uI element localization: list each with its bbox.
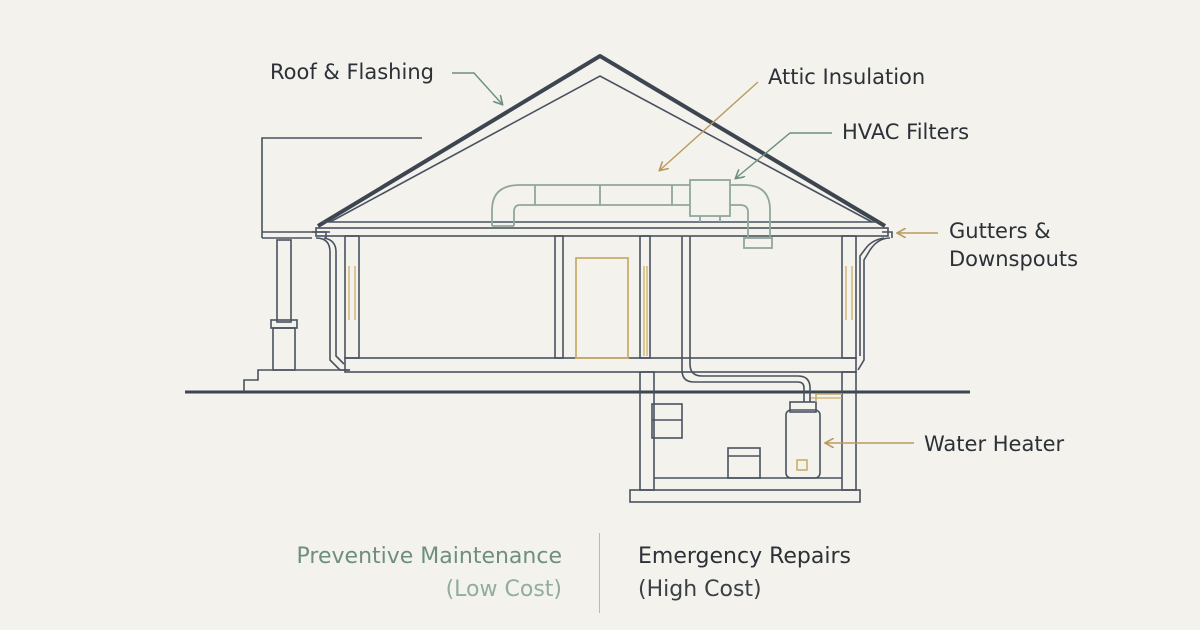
attic-callout-arrow xyxy=(660,81,759,170)
preventive-maintenance-block: Preventive Maintenance (Low Cost) xyxy=(297,540,562,606)
hvac-filters-label: HVAC Filters xyxy=(842,120,970,144)
hvac-callout-arrow xyxy=(736,132,832,178)
attic-insulation-label: Attic Insulation xyxy=(768,65,926,89)
preventive-maintenance-cost: (Low Cost) xyxy=(445,577,562,602)
emergency-repairs-title: Emergency Repairs xyxy=(638,544,851,569)
main-floor xyxy=(344,235,857,373)
ceiling xyxy=(315,227,889,237)
water-heater xyxy=(785,393,842,479)
wall-insulation xyxy=(348,266,853,356)
roof-flashing-label: Roof & Flashing xyxy=(270,60,434,84)
pipe xyxy=(681,236,811,402)
left-annex xyxy=(243,137,422,392)
emergency-repairs-cost: (High Cost) xyxy=(638,577,762,602)
roof xyxy=(316,54,887,228)
roof-callout-arrow xyxy=(452,72,502,104)
gutters xyxy=(312,231,893,371)
attic-ductwork xyxy=(491,179,773,249)
comparison-divider xyxy=(599,533,600,613)
water-heater-label: Water Heater xyxy=(924,432,1065,456)
preventive-maintenance-title: Preventive Maintenance xyxy=(296,544,562,569)
gutters-downspouts-label: Gutters & Downspouts xyxy=(949,217,1078,273)
gutters-label-line1: Gutters & xyxy=(949,219,1051,243)
emergency-repairs-block: Emergency Repairs (High Cost) xyxy=(638,540,851,606)
gutters-label-line2: Downspouts xyxy=(949,247,1079,271)
